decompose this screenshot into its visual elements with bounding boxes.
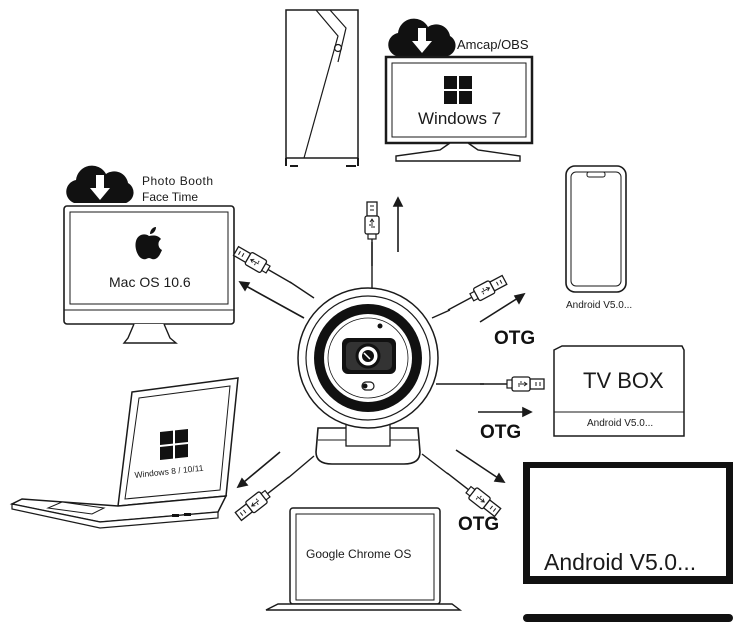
windows7-monitor — [384, 18, 534, 162]
amcap-obs-label: Amcap/OBS — [457, 37, 529, 52]
cloud-download-icon — [66, 165, 134, 203]
webcam-icon — [297, 287, 439, 465]
tv-box-title: TV BOX — [583, 368, 664, 393]
arrow-icon — [236, 196, 533, 489]
photo-booth-label: Photo Booth — [142, 174, 214, 188]
windows7-screen-text: Windows 7 — [418, 109, 502, 128]
tv-stand-bar — [523, 614, 733, 622]
otg-label-phone: OTG — [494, 328, 536, 349]
pc-tower-icon — [285, 9, 359, 167]
usb-plug-icon — [479, 376, 545, 392]
otg-label-tvbox: OTG — [480, 422, 522, 443]
usb-plug-icon — [364, 201, 380, 267]
android-tv — [523, 462, 733, 622]
windows-laptop — [9, 377, 239, 529]
mac-screen-text: Mac OS 10.6 — [109, 274, 191, 290]
apple-logo-icon — [135, 227, 162, 260]
mac-computer — [63, 165, 235, 344]
smartphone — [565, 165, 627, 293]
cloud-download-icon — [388, 18, 456, 56]
tv-box — [553, 345, 685, 437]
face-time-label: Face Time — [142, 190, 199, 204]
otg-label-tv: OTG — [458, 514, 500, 535]
android-tv-screen-text: Android V5.0... — [544, 549, 697, 575]
phone-caption: Android V5.0... — [566, 300, 633, 311]
tv-box-caption: Android V5.0... — [587, 418, 654, 429]
chromebook-screen-text: Google Chrome OS — [306, 547, 412, 561]
chromebook-laptop — [265, 507, 463, 611]
